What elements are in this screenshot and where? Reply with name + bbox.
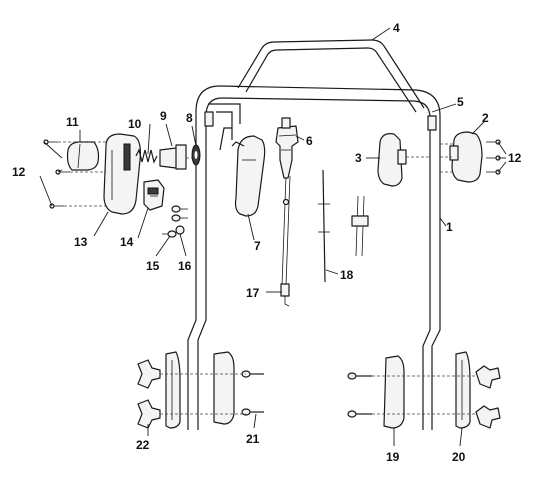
callout-7: 7 <box>254 239 261 253</box>
cable-connector <box>275 117 299 179</box>
callout-5: 5 <box>457 95 464 109</box>
callout-12-left: 12 <box>12 165 26 179</box>
right-carriage-bolts <box>347 372 372 418</box>
callout-12-right: 12 <box>508 151 522 165</box>
callout-9: 9 <box>160 109 167 123</box>
callout-4: 4 <box>393 21 400 35</box>
left-wing-knobs <box>137 359 161 429</box>
right-screws <box>486 139 501 175</box>
callout-19: 19 <box>386 450 400 464</box>
callout-11: 11 <box>66 115 79 129</box>
left-lower-clamp <box>165 351 181 429</box>
callout-21: 21 <box>246 432 260 446</box>
left-grip-housing <box>103 133 141 215</box>
lower-handle-frame <box>187 85 441 430</box>
top-handle-bar <box>237 39 425 113</box>
left-carriage-bolts <box>241 370 264 416</box>
right-grip-outer <box>449 131 483 183</box>
leader-lines <box>39 27 507 447</box>
cable-clip <box>351 195 369 257</box>
callout-1: 1 <box>446 220 453 234</box>
callout-2: 2 <box>482 111 489 125</box>
callout-8: 8 <box>186 111 193 125</box>
callout-17: 17 <box>246 286 260 300</box>
callout-16: 16 <box>178 259 192 273</box>
grip-end-cap <box>66 141 100 171</box>
switch-block <box>143 179 165 211</box>
lever-cover <box>219 127 266 217</box>
callout-15: 15 <box>146 259 160 273</box>
callout-20: 20 <box>452 450 466 464</box>
rotary-knob <box>159 144 187 170</box>
callout-14: 14 <box>120 235 134 249</box>
callout-13: 13 <box>74 235 88 249</box>
left-clamp-plate <box>213 351 235 425</box>
callout-18: 18 <box>340 268 354 282</box>
washer <box>191 144 201 166</box>
callout-10: 10 <box>128 117 142 131</box>
right-wing-knobs <box>475 365 501 429</box>
callout-3: 3 <box>355 151 362 165</box>
callout-6: 6 <box>306 134 313 148</box>
small-screws <box>162 205 188 238</box>
right-clamp-plate <box>383 355 405 429</box>
left-screws <box>43 139 70 209</box>
bowden-cable <box>280 175 291 307</box>
callout-22: 22 <box>136 438 150 452</box>
right-lower-clamp <box>455 351 471 429</box>
right-grip-inner <box>377 133 407 187</box>
rod <box>318 169 330 283</box>
spring <box>135 148 158 164</box>
